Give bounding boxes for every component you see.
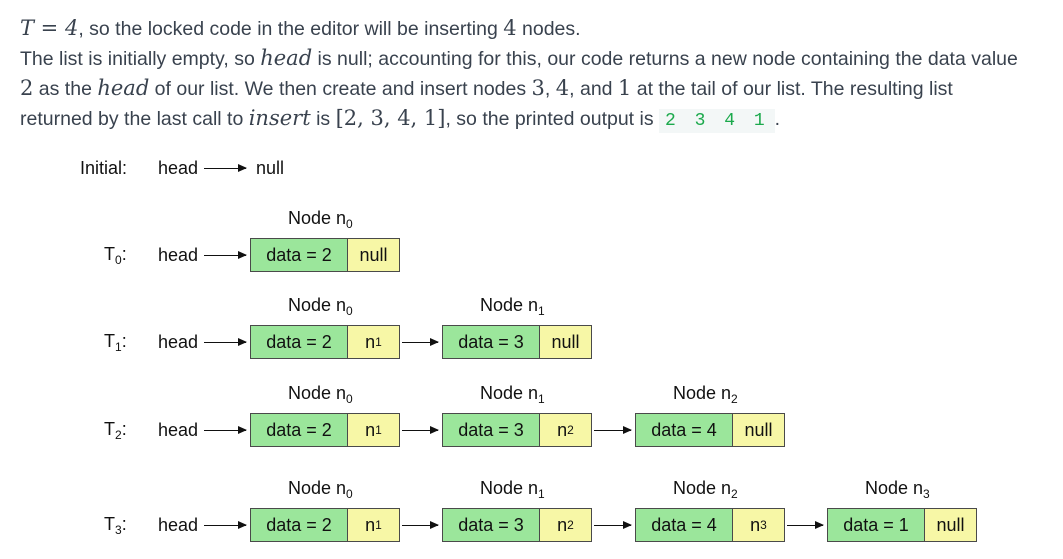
- text: returned by the last call to: [20, 108, 249, 130]
- paragraph-line-2: The list is initially empty, so head is …: [20, 43, 1050, 74]
- node-next-cell: null: [733, 413, 785, 447]
- text: , so the locked code in the editor will …: [78, 18, 504, 40]
- link-arrow: [402, 521, 439, 529]
- paragraph-line-3: 2 as the head of our list. We then creat…: [20, 73, 1050, 104]
- node-data-cell: data = 3: [442, 508, 540, 542]
- node-data-cell: data = 2: [250, 508, 348, 542]
- math-number: 4: [503, 16, 517, 40]
- text: ,: [544, 78, 556, 100]
- math-number: 3: [531, 76, 545, 100]
- head-label: head: [158, 420, 199, 440]
- text: is null; accounting for this, our code r…: [312, 48, 1018, 70]
- link-arrow: [402, 426, 439, 434]
- math-t-equals-4: T = 4: [20, 16, 79, 40]
- math-head: head: [97, 76, 150, 100]
- step-label-t1: T1:: [104, 331, 127, 354]
- step-label-t0: T0:: [104, 244, 127, 267]
- paragraph-line-4: returned by the last call to insert is […: [20, 103, 1050, 136]
- math-number: 4: [555, 76, 570, 100]
- node-data-cell: data = 2: [250, 413, 348, 447]
- math-insert: insert: [248, 106, 311, 130]
- node-data-cell: data = 4: [635, 413, 733, 447]
- node-data-cell: data = 4: [635, 508, 733, 542]
- head-arrow: [204, 251, 247, 259]
- head-arrow: [204, 521, 247, 529]
- text: as the: [33, 78, 98, 100]
- node-data-cell: data = 1: [827, 508, 925, 542]
- node-data-cell: data = 2: [250, 238, 348, 272]
- text: at the tail of our list. The resulting l…: [631, 78, 953, 100]
- initial-null-label: null: [256, 158, 285, 178]
- initial-head-label: head: [158, 158, 199, 178]
- initial-arrow: [204, 164, 247, 172]
- text: The list is initially empty, so: [20, 48, 261, 70]
- inline-code-output: 2 3 4 1: [659, 109, 775, 133]
- node-next-cell: null: [925, 508, 977, 542]
- link-arrow: [594, 521, 632, 529]
- paragraph-line-1: T = 4, so the locked code in the editor …: [20, 13, 1050, 44]
- text: , so the printed output is: [445, 108, 660, 130]
- node-next-cell: null: [540, 325, 592, 359]
- head-arrow: [204, 338, 247, 346]
- node-title: Node n2: [673, 383, 738, 406]
- node-next-cell: null: [348, 238, 400, 272]
- head-label: head: [158, 332, 199, 352]
- head-label: head: [158, 245, 199, 265]
- math-number: 2: [20, 76, 34, 100]
- node-title: Node n3: [865, 478, 930, 501]
- link-arrow: [787, 521, 824, 529]
- node-title: Node n0: [288, 295, 353, 318]
- node-title: Node n1: [480, 383, 545, 406]
- node-data-cell: data = 2: [250, 325, 348, 359]
- text: , and: [569, 78, 618, 100]
- node-data-cell: data = 3: [442, 413, 540, 447]
- node-title: Node n2: [673, 478, 738, 501]
- node-title: Node n1: [480, 295, 545, 318]
- link-arrow: [594, 426, 632, 434]
- node-title: Node n0: [288, 478, 353, 501]
- link-arrow: [402, 338, 439, 346]
- initial-label: Initial:: [80, 158, 128, 178]
- text: nodes.: [516, 18, 581, 40]
- node-title: Node n1: [480, 478, 545, 501]
- math-number: 1: [617, 76, 632, 100]
- text: of our list. We then create and insert n…: [149, 78, 532, 100]
- math-list: [2, 3, 4, 1]: [335, 106, 446, 130]
- step-label-t2: T2:: [104, 419, 127, 442]
- step-label-t3: T3:: [104, 514, 127, 537]
- node-title: Node n0: [288, 383, 353, 406]
- text: .: [774, 108, 781, 130]
- node-title: Node n0: [288, 208, 353, 231]
- head-arrow: [204, 426, 247, 434]
- node-data-cell: data = 3: [442, 325, 540, 359]
- head-label: head: [158, 515, 199, 535]
- text: is: [310, 108, 336, 130]
- math-head: head: [260, 46, 313, 70]
